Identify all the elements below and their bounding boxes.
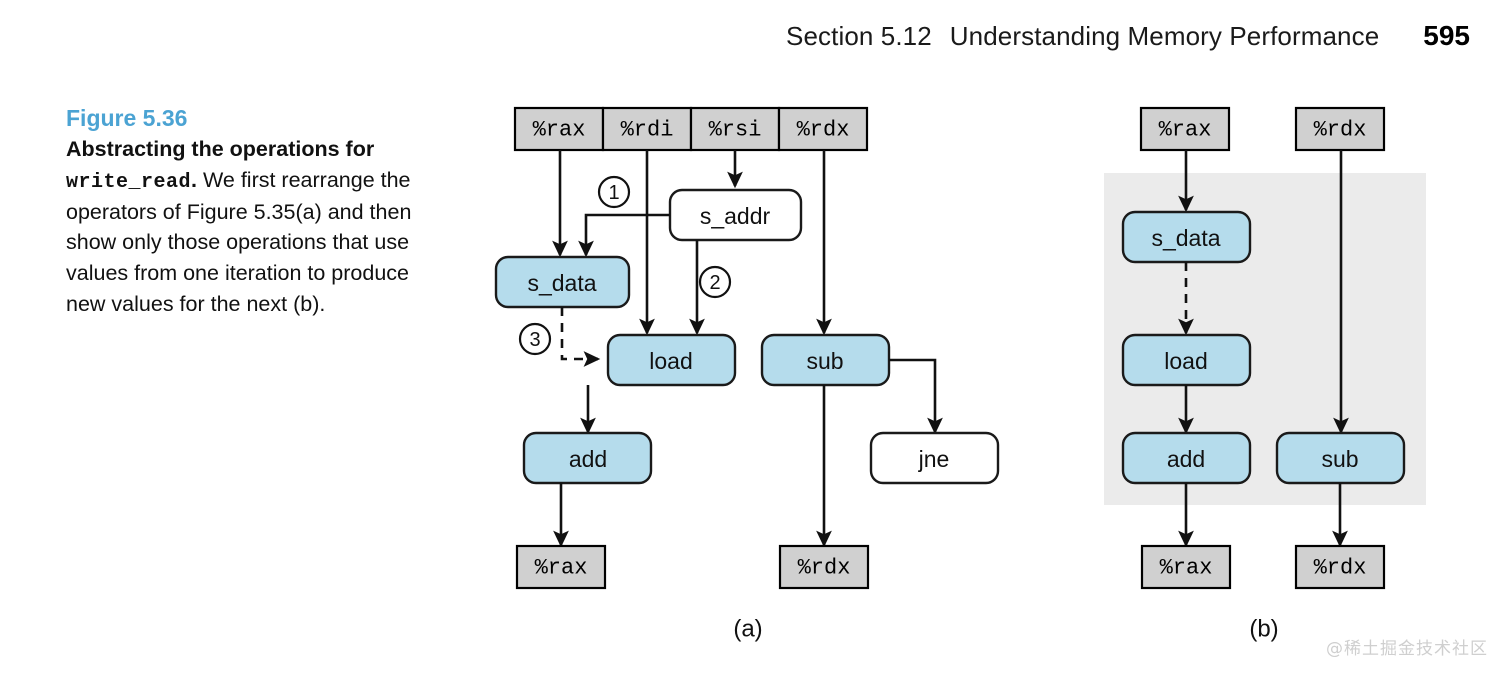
edge-sub-to-jne <box>889 358 943 435</box>
running-head-title: Understanding Memory Performance <box>949 21 1380 51</box>
annotation-label: 2 <box>709 272 720 294</box>
op-box-sub-a: sub <box>760 333 891 387</box>
register-box-rax-b-in: %rax <box>1139 106 1231 152</box>
op-box-sub-b: sub <box>1275 431 1406 485</box>
annotation-circle-1: 1 <box>597 175 631 209</box>
op-label: add <box>569 446 607 472</box>
register-box-rsi-a-in: %rsi <box>689 106 781 152</box>
running-head: Section 5.12 Understanding Memory Perfor… <box>786 20 1470 52</box>
edge-s-data-to-load-dashed <box>560 307 601 367</box>
register-label: %rdx <box>1314 118 1367 143</box>
register-box-rdx-a-out: %rdx <box>778 544 870 590</box>
register-label: %rdi <box>621 118 674 143</box>
op-box-s-addr-a: s_addr <box>668 188 803 242</box>
op-box-s-data-a: s_data <box>494 255 631 309</box>
op-label: add <box>1167 446 1205 472</box>
op-box-add-b: add <box>1121 431 1252 485</box>
register-label: %rax <box>1160 556 1213 581</box>
op-box-jne-a: jne <box>869 431 1000 485</box>
register-label: %rax <box>535 556 588 581</box>
register-box-rdi-a-in: %rdi <box>601 106 693 152</box>
op-label: sub <box>1321 446 1358 472</box>
op-label: jne <box>918 446 950 472</box>
caption-lead-bold-2: . <box>191 167 198 192</box>
op-label: sub <box>806 348 843 374</box>
register-box-rax-a-out: %rax <box>515 544 607 590</box>
caption-rest: We first rearrange the operators of Figu… <box>66 167 412 316</box>
diagram-b-sublabel: (b) <box>1249 616 1278 643</box>
register-box-rax-b-out: %rax <box>1140 544 1232 590</box>
register-label: %rdx <box>798 556 851 581</box>
edge-s-addr-to-s-data <box>578 213 670 258</box>
running-head-section: Section 5.12 <box>786 21 932 51</box>
op-label: s_data <box>527 270 596 296</box>
page-number: 595 <box>1423 20 1470 51</box>
figure-caption: Figure 5.36 Abstracting the operations f… <box>66 104 426 319</box>
caption-mono-write: write_ <box>66 170 142 194</box>
op-box-add-a: add <box>522 431 653 485</box>
diagram-a-sublabel: (a) <box>733 616 762 643</box>
register-box-rdx-b-in: %rdx <box>1294 106 1386 152</box>
op-box-s-data-b: s_data <box>1121 210 1252 264</box>
register-box-rdx-b-out: %rdx <box>1294 544 1386 590</box>
annotation-label: 1 <box>608 182 619 204</box>
register-box-rdx-a-in: %rdx <box>777 106 869 152</box>
caption-lead-bold-1: Abstracting the operations for <box>66 137 375 162</box>
op-box-load-a: load <box>606 333 737 387</box>
annotation-circle-3: 3 <box>518 322 552 356</box>
annotation-label: 3 <box>529 329 540 351</box>
register-label: %rdx <box>797 118 850 143</box>
figure-number: Figure 5.36 <box>66 105 188 131</box>
op-label: load <box>1164 348 1207 374</box>
figure-caption-body: Abstracting the operations for write_rea… <box>66 134 426 319</box>
register-label: %rax <box>1159 118 1212 143</box>
op-label: s_addr <box>700 203 771 229</box>
op-box-load-b: load <box>1121 333 1252 387</box>
register-label: %rax <box>533 118 586 143</box>
register-label: %rsi <box>709 118 762 143</box>
register-label: %rdx <box>1314 556 1367 581</box>
caption-mono-read: read <box>141 170 192 194</box>
watermark: @稀土掘金技术社区 <box>1326 639 1488 659</box>
annotation-circle-2: 2 <box>698 265 732 299</box>
op-label: s_data <box>1151 225 1220 251</box>
op-label: load <box>649 348 692 374</box>
register-box-rax-a-in: %rax <box>513 106 605 152</box>
